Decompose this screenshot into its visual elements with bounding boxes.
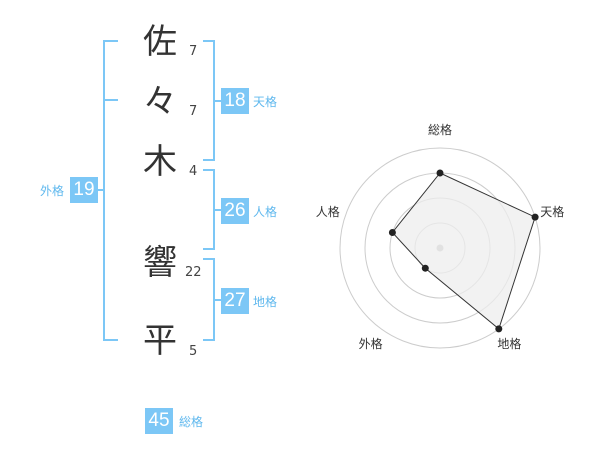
radar-axis-label-2: 天格	[540, 204, 565, 219]
stroke-count-3: 4	[189, 164, 198, 179]
radar-point-5	[388, 229, 396, 236]
name-char-1: 佐	[143, 22, 177, 62]
chikaku-value-badge: 27	[221, 288, 249, 314]
jinkaku-label: 人格	[253, 205, 278, 219]
stroke-count-1: 7	[189, 44, 198, 59]
jinkaku-value-badge: 26	[221, 198, 249, 224]
radar-axis-label-1: 総格	[428, 123, 453, 137]
radar-series-area	[391, 172, 536, 330]
soukaku-label: 総格	[179, 415, 204, 429]
radar-point-3	[495, 325, 503, 333]
radar-point-4	[421, 264, 429, 272]
gaikaku-label: 外格	[40, 184, 65, 198]
gaikaku-value-badge: 19	[70, 177, 98, 203]
radar-point-1	[436, 169, 444, 177]
name-char-5: 平	[143, 321, 177, 361]
stroke-count-2: 7	[189, 104, 198, 119]
tenkaku-value-badge: 18	[221, 88, 249, 114]
radar-axis-label-3: 地格	[497, 336, 522, 351]
chikaku-label: 地格	[253, 295, 278, 309]
radar-axis-label-5: 人格	[315, 204, 340, 219]
name-char-3: 木	[143, 142, 177, 182]
radar-axis-label-4: 外格	[358, 336, 383, 351]
radar-grid-ring	[339, 147, 541, 349]
tenkaku-label: 天格	[253, 95, 278, 109]
radar-point-2	[531, 213, 539, 221]
stroke-count-4: 22	[185, 265, 202, 280]
name-char-2: 々	[143, 82, 177, 122]
name-char-4: 響	[143, 243, 177, 283]
soukaku-value-badge: 45	[145, 408, 173, 434]
stroke-count-5: 5	[189, 344, 198, 359]
